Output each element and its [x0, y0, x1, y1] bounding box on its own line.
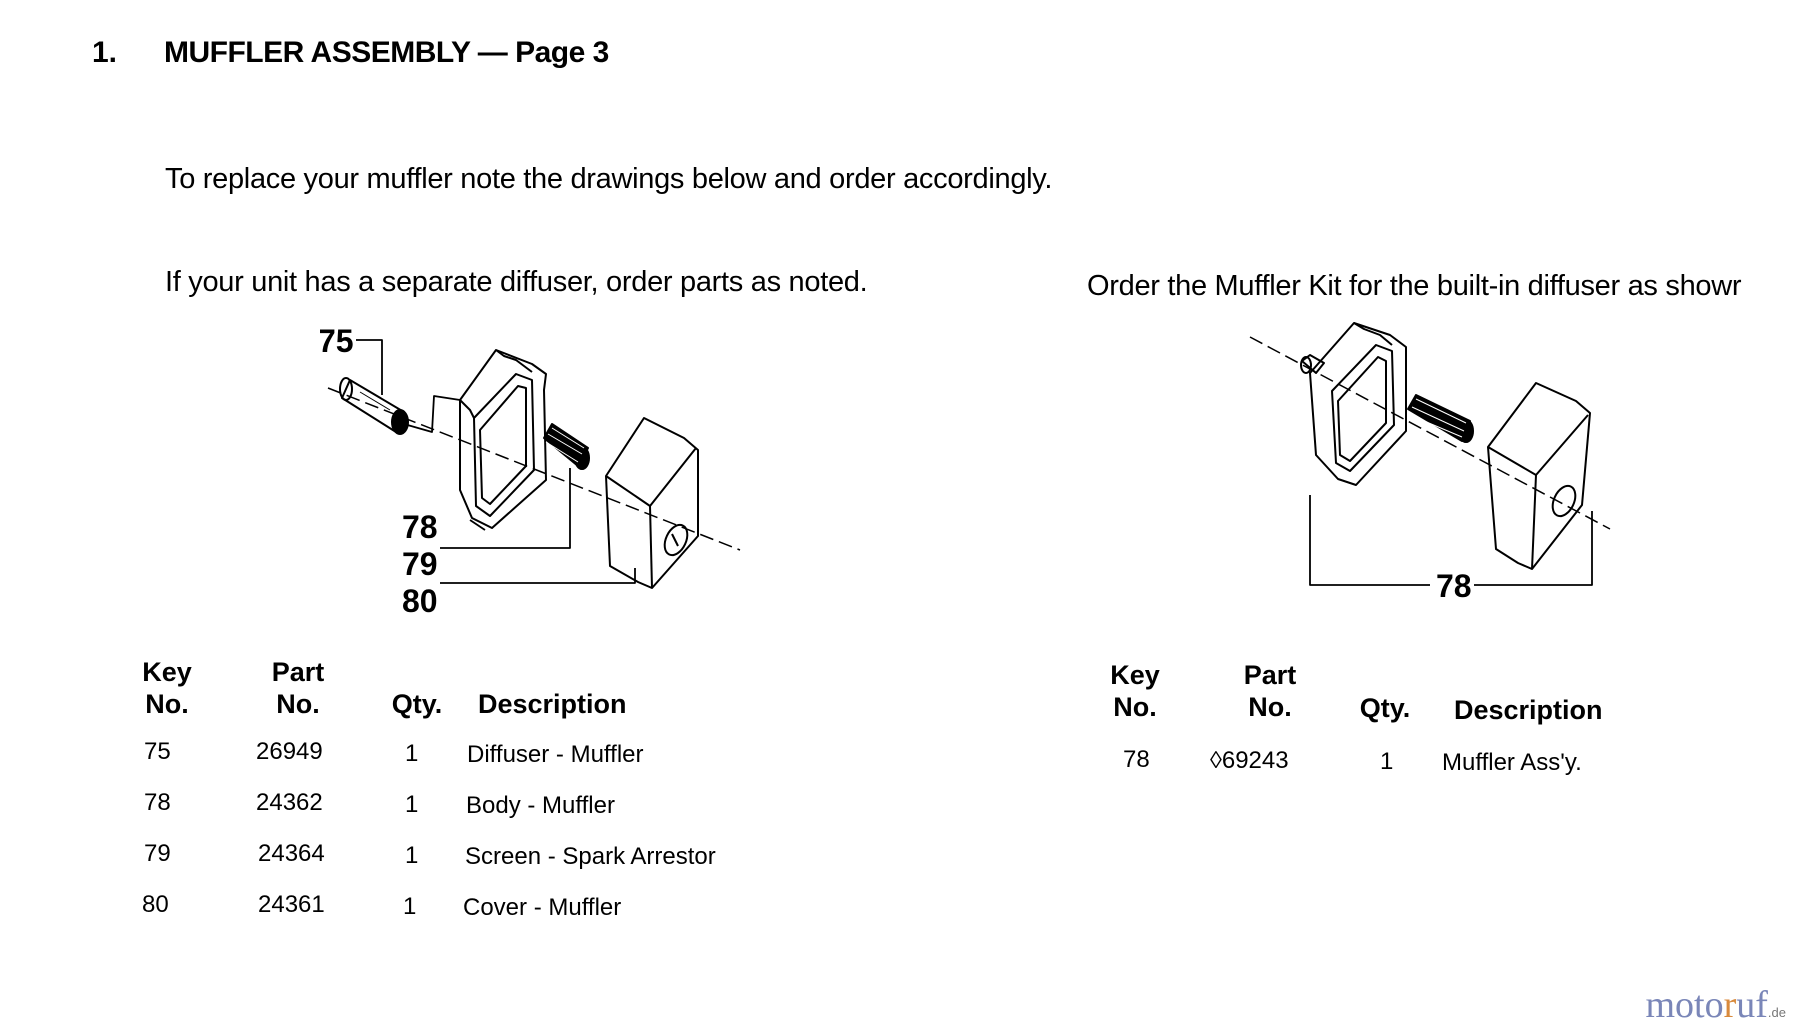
header-part-line2: No.: [276, 689, 320, 719]
cell-desc: Screen - Spark Arrestor: [465, 843, 716, 870]
cell-qty: 1: [405, 740, 419, 767]
header-part-line1: Part: [271, 657, 325, 687]
cell-desc: Body - Muffler: [466, 792, 615, 819]
kit-screen-part: [1407, 394, 1474, 443]
cell-qty: 1: [405, 842, 419, 869]
cell-key: 78: [1123, 746, 1150, 773]
left-header-key: Key No.: [132, 656, 202, 720]
cell-desc: Cover - Muffler: [463, 894, 622, 921]
callout-80: 80: [402, 583, 438, 619]
callout-78-kit: 78: [1436, 568, 1472, 604]
cell-part: 24364: [258, 840, 325, 867]
header-key-line1: Key: [142, 657, 192, 687]
muffler-cover-part: [605, 417, 699, 589]
muffler-kit-body-part: [1309, 322, 1407, 486]
callout-79: 79: [402, 546, 438, 582]
watermark-logo: motoruf.de: [1645, 983, 1786, 1027]
header-key-line2: No.: [145, 689, 189, 719]
diffuser-part: [339, 377, 409, 435]
muffler-body-part: [459, 349, 547, 529]
logo-suffix: .de: [1767, 1005, 1786, 1020]
cell-key: 80: [142, 891, 169, 918]
left-caption: If your unit has a separate diffuser, or…: [165, 266, 868, 298]
left-header-qty: Qty.: [391, 689, 443, 719]
logo-part2: r: [1723, 984, 1737, 1026]
cell-part: ◊69243: [1210, 747, 1289, 774]
left-header-desc: Description: [478, 689, 627, 719]
cell-qty: 1: [403, 893, 417, 920]
spark-screen-part: [543, 423, 590, 470]
right-header-qty: Qty.: [1359, 693, 1411, 723]
left-header-part: Part No.: [258, 656, 338, 720]
section-number: 1.: [92, 36, 118, 69]
right-header-part: Part No.: [1230, 659, 1310, 723]
callout-75: 75: [320, 323, 354, 359]
right-caption: Order the Muffler Kit for the built-in d…: [1087, 270, 1742, 302]
header-key-line2: No.: [1113, 692, 1157, 722]
muffler-kit-cover-part: [1487, 382, 1591, 570]
callout-78: 78: [402, 509, 438, 545]
right-exploded-drawing: 78: [1249, 322, 1611, 604]
cell-key: 78: [144, 789, 171, 816]
right-header-key: Key No.: [1100, 659, 1170, 723]
cell-qty: 1: [1380, 748, 1394, 775]
cell-part: 24362: [256, 789, 323, 816]
cell-key: 75: [144, 738, 171, 765]
cell-part: 24361: [258, 891, 325, 918]
cell-desc: Diffuser - Muffler: [467, 741, 644, 768]
cell-part: 26949: [256, 738, 323, 765]
header-part-line1: Part: [1243, 660, 1297, 690]
cell-qty: 1: [405, 791, 419, 818]
cell-desc: Muffler Ass'y.: [1442, 749, 1582, 776]
left-exploded-drawing: 75 78 79 80: [320, 323, 741, 619]
header-part-line2: No.: [1248, 692, 1292, 722]
cell-key: 79: [144, 840, 171, 867]
page-title: MUFFLER ASSEMBLY — Page 3: [164, 36, 609, 69]
intro-text: To replace your muffler note the drawing…: [165, 163, 1053, 195]
logo-part3: uf: [1736, 984, 1768, 1026]
right-header-desc: Description: [1454, 695, 1603, 725]
header-key-line1: Key: [1110, 660, 1160, 690]
logo-part1: moto: [1645, 984, 1724, 1026]
